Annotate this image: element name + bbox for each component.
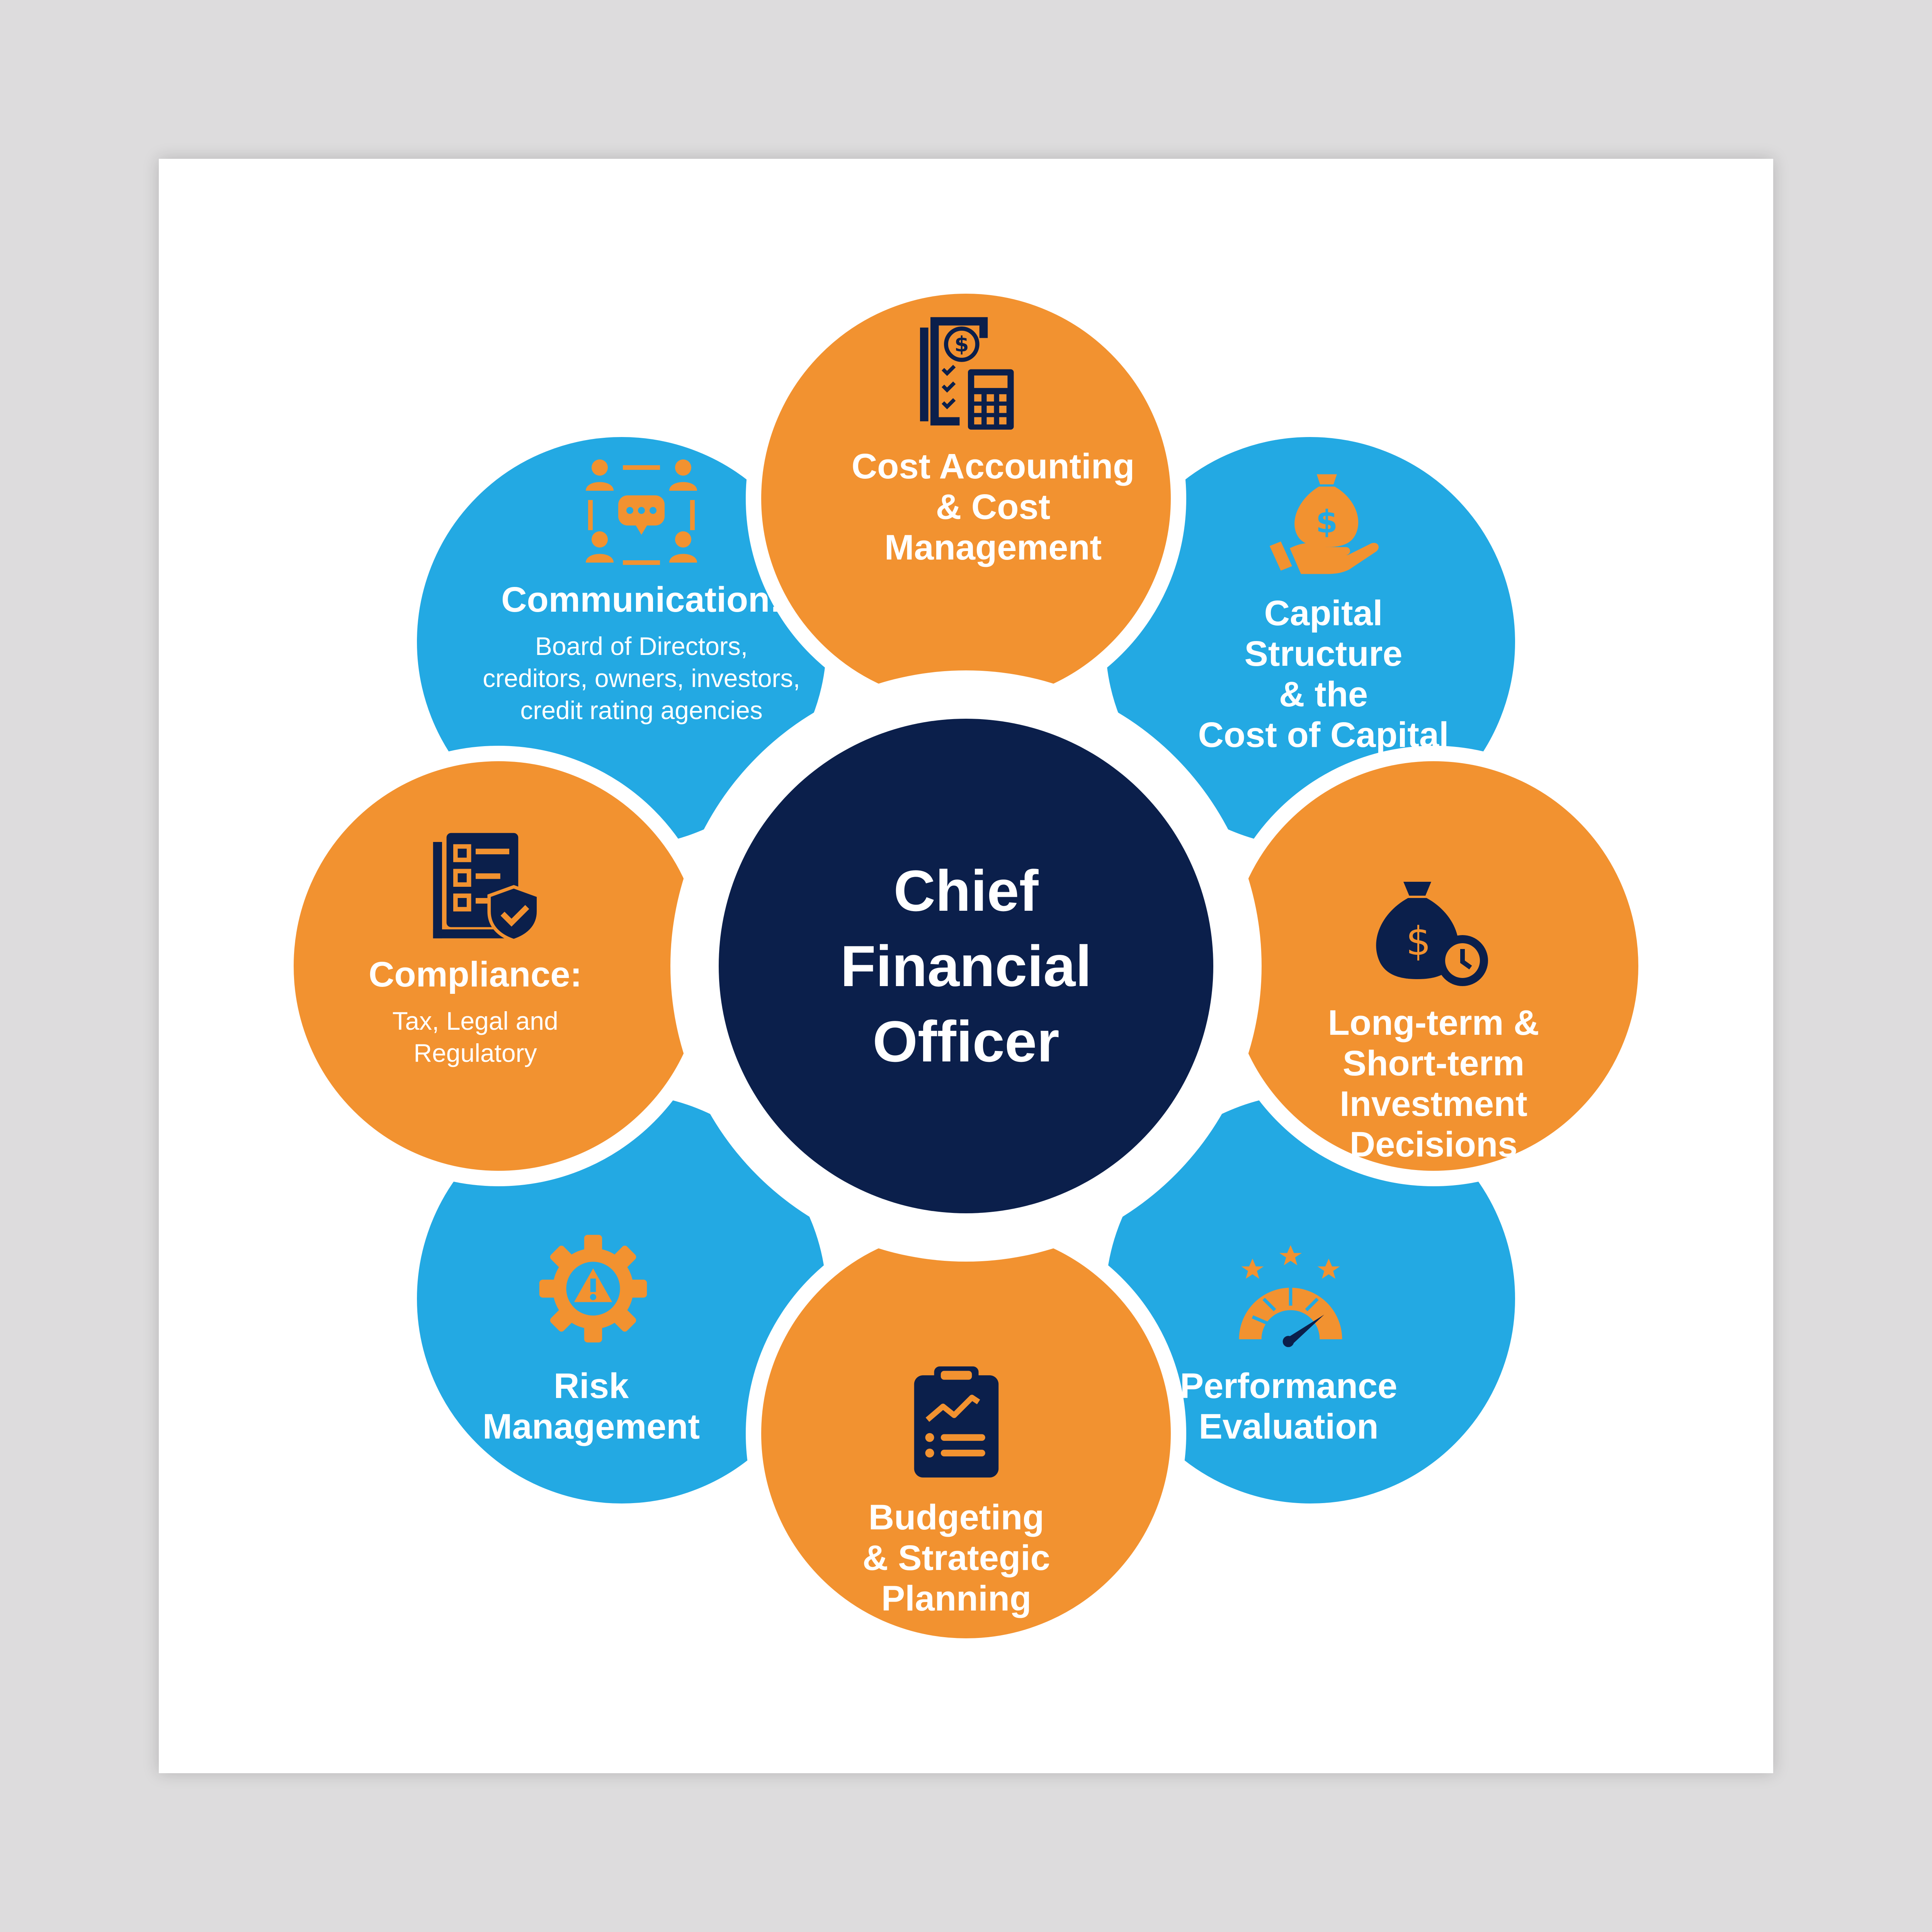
item-communication: Communication: Board of Directors, credi… <box>448 580 835 726</box>
svg-text:$: $ <box>1406 918 1431 964</box>
document-shield-icon <box>431 831 543 943</box>
center-circle: Chief Financial Officer <box>719 719 1213 1213</box>
item-title: Capital Structure & the Cost of Capital <box>1198 594 1449 755</box>
item-subtitle: Board of Directors, creditors, owners, i… <box>483 631 800 725</box>
item-title: Compliance: <box>368 955 582 994</box>
item-investment-decisions: Long-term & Short-term Investment Decisi… <box>1260 1003 1607 1165</box>
svg-text:$: $ <box>1316 504 1338 540</box>
item-risk-management: Risk Management <box>417 1366 765 1447</box>
item-title: Risk Management <box>482 1366 700 1446</box>
money-bag-hand-icon: $ <box>1267 468 1379 580</box>
svg-text:$: $ <box>954 332 969 357</box>
calculator-invoice-icon: $ <box>916 313 1020 433</box>
clipboard-chart-icon <box>912 1364 1001 1480</box>
item-title: Budgeting & Strategic Planning <box>862 1498 1050 1618</box>
center-title: Chief Financial Officer <box>840 858 1092 1074</box>
item-title: Long-term & Short-term Investment Decisi… <box>1328 1003 1539 1164</box>
item-performance-evaluation: Performance Evaluation <box>1115 1366 1463 1447</box>
item-budgeting: Budgeting & Strategic Planning <box>782 1497 1130 1619</box>
item-capital-structure: Capital Structure & the Cost of Capital <box>1150 593 1497 755</box>
group-chat-icon <box>583 456 699 572</box>
item-subtitle: Tax, Legal and Regulatory <box>392 1006 558 1068</box>
item-compliance: Compliance: Tax, Legal and Regulatory <box>301 954 649 1069</box>
item-title: Cost Accounting & Cost Management <box>851 447 1135 567</box>
gauge-stars-icon <box>1235 1238 1347 1350</box>
item-title: Communication: <box>501 580 782 619</box>
money-bag-clock-icon: $ <box>1376 877 1492 993</box>
item-cost-accounting: Cost Accounting & Cost Management <box>819 446 1167 568</box>
gear-warning-icon <box>537 1233 649 1345</box>
item-title: Performance Evaluation <box>1180 1366 1398 1446</box>
